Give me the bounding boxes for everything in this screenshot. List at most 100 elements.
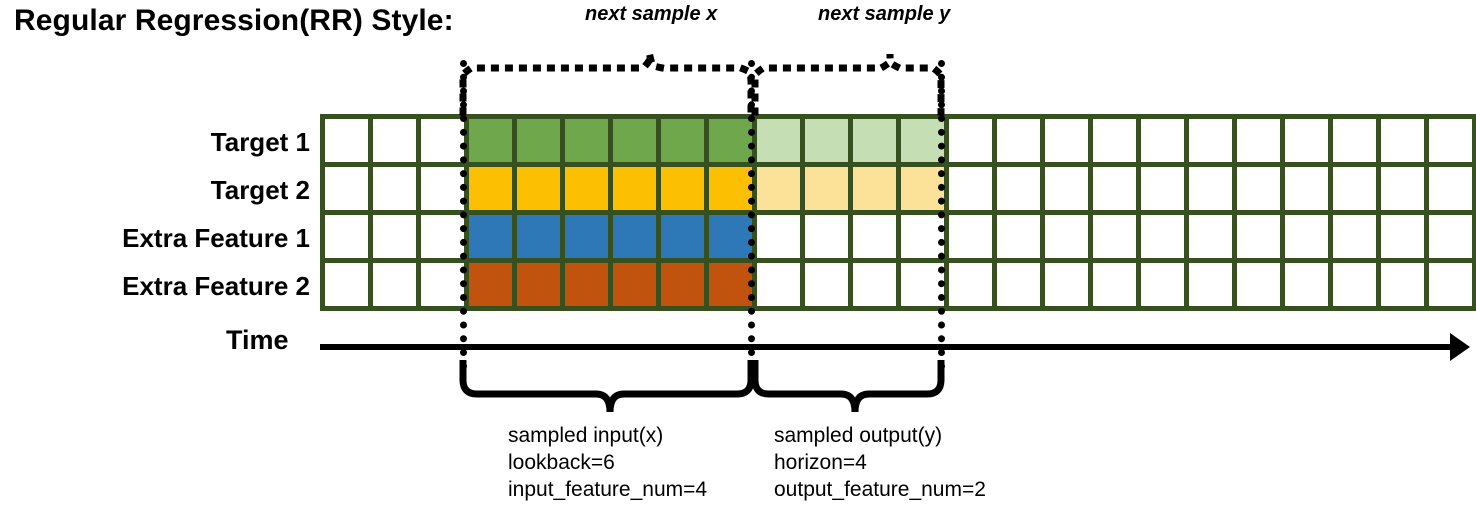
- cell-input-extra-feature-1-t7: [661, 215, 704, 258]
- cell-blank-extra-feature-2-t15: [1045, 263, 1088, 306]
- cell-blank-extra-feature-2-t18: [1189, 263, 1232, 306]
- cell-blank-target-1-t19: [1237, 119, 1280, 162]
- cell-output-target-2-t12: [901, 167, 944, 210]
- grid-row-target-2: [325, 167, 1472, 210]
- cell-input-extra-feature-1-t6: [613, 215, 656, 258]
- row-label-target-2: Target 2: [210, 175, 310, 205]
- cell-input-target-2-t6: [613, 167, 656, 210]
- window-split-dotted-line: [748, 60, 755, 370]
- cell-blank-target-2-t20: [1285, 167, 1328, 210]
- cell-blank-target-2-t21: [1333, 167, 1376, 210]
- cell-blank-extra-feature-1-t22: [1381, 215, 1424, 258]
- cell-blank-target-2-t16: [1093, 167, 1136, 210]
- cell-blank-target-2-t2: [421, 167, 464, 210]
- cell-blank-extra-feature-1-t2: [421, 215, 464, 258]
- cell-blank-target-2-t17: [1141, 167, 1184, 210]
- cell-input-extra-feature-2-t7: [661, 263, 704, 306]
- cell-blank-target-2-t0: [325, 167, 368, 210]
- cell-blank-extra-feature-2-t23: [1429, 263, 1472, 306]
- cell-blank-extra-feature-2-t10: [805, 263, 848, 306]
- cell-blank-target-1-t17: [1141, 119, 1184, 162]
- cell-blank-extra-feature-1-t0: [325, 215, 368, 258]
- grid-row-target-1: [325, 119, 1472, 162]
- cell-output-target-1-t11: [853, 119, 896, 162]
- cell-blank-target-1-t2: [421, 119, 464, 162]
- cell-input-extra-feature-1-t8: [709, 215, 752, 258]
- cell-blank-extra-feature-1-t1: [373, 215, 416, 258]
- cell-input-target-2-t8: [709, 167, 752, 210]
- cell-blank-target-1-t22: [1381, 119, 1424, 162]
- cell-output-target-2-t11: [853, 167, 896, 210]
- cell-blank-extra-feature-2-t22: [1381, 263, 1424, 306]
- cell-blank-extra-feature-2-t1: [373, 263, 416, 306]
- cell-blank-extra-feature-2-t2: [421, 263, 464, 306]
- cell-blank-target-1-t18: [1189, 119, 1232, 162]
- window-start-dotted-line: [460, 60, 467, 370]
- timestep-grid: [320, 114, 1476, 311]
- sampled-output-brace-icon: [751, 360, 945, 413]
- cell-blank-target-2-t18: [1189, 167, 1232, 210]
- cell-input-extra-feature-1-t5: [565, 215, 608, 258]
- cell-blank-extra-feature-2-t16: [1093, 263, 1136, 306]
- row-label-extra-feature-1: Extra Feature 1: [122, 223, 310, 253]
- cell-output-target-2-t10: [805, 167, 848, 210]
- sampled-output-horizon: horizon=4: [774, 451, 867, 474]
- cell-blank-extra-feature-2-t21: [1333, 263, 1376, 306]
- cell-output-target-1-t12: [901, 119, 944, 162]
- cell-input-target-1-t5: [565, 119, 608, 162]
- row-label-extra-feature-2: Extra Feature 2: [122, 271, 310, 301]
- cell-blank-extra-feature-2-t0: [325, 263, 368, 306]
- next-sample-x-label: next sample x: [585, 3, 718, 25]
- cell-blank-extra-feature-1-t23: [1429, 215, 1472, 258]
- next-sample-y-label: next sample y: [818, 3, 951, 25]
- cell-blank-extra-feature-2-t20: [1285, 263, 1328, 306]
- cell-blank-extra-feature-1-t19: [1237, 215, 1280, 258]
- row-label-target-1: Target 1: [210, 127, 310, 157]
- cell-blank-target-1-t0: [325, 119, 368, 162]
- row-label-list: Target 1 Target 2 Extra Feature 1 Extra …: [0, 118, 310, 310]
- cell-blank-extra-feature-1-t11: [853, 215, 896, 258]
- cell-blank-target-1-t21: [1333, 119, 1376, 162]
- cell-blank-extra-feature-1-t14: [997, 215, 1040, 258]
- cell-blank-target-1-t15: [1045, 119, 1088, 162]
- cell-input-target-2-t3: [469, 167, 512, 210]
- cell-blank-target-2-t13: [949, 167, 992, 210]
- cell-input-target-2-t7: [661, 167, 704, 210]
- cell-output-target-1-t9: [757, 119, 800, 162]
- cell-blank-extra-feature-2-t12: [901, 263, 944, 306]
- cell-input-extra-feature-2-t5: [565, 263, 608, 306]
- cell-input-target-1-t8: [709, 119, 752, 162]
- cell-blank-target-2-t22: [1381, 167, 1424, 210]
- grid-row-extra-feature-2: [325, 263, 1472, 306]
- page-title: Regular Regression(RR) Style:: [14, 4, 454, 37]
- cell-input-target-1-t6: [613, 119, 656, 162]
- cell-output-target-1-t10: [805, 119, 848, 162]
- cell-input-target-1-t4: [517, 119, 560, 162]
- cell-input-extra-feature-2-t4: [517, 263, 560, 306]
- sampled-input-lookback: lookback=6: [508, 451, 615, 474]
- cell-blank-target-1-t16: [1093, 119, 1136, 162]
- cell-blank-target-2-t14: [997, 167, 1040, 210]
- cell-input-extra-feature-2-t3: [469, 263, 512, 306]
- cell-blank-extra-feature-2-t9: [757, 263, 800, 306]
- sampled-input-brace-icon: [459, 360, 755, 413]
- cell-blank-target-2-t19: [1237, 167, 1280, 210]
- cell-blank-target-1-t20: [1285, 119, 1328, 162]
- cell-blank-extra-feature-1-t20: [1285, 215, 1328, 258]
- cell-blank-extra-feature-1-t15: [1045, 215, 1088, 258]
- cell-blank-extra-feature-1-t13: [949, 215, 992, 258]
- cell-blank-extra-feature-2-t14: [997, 263, 1040, 306]
- next-sample-x-brace-icon: [459, 53, 755, 116]
- sampled-output-title: sampled output(y): [774, 424, 943, 447]
- cell-blank-extra-feature-1-t9: [757, 215, 800, 258]
- cell-input-extra-feature-2-t6: [613, 263, 656, 306]
- cell-input-target-1-t7: [661, 119, 704, 162]
- sampled-output-caption: sampled output(y) horizon=4 output_featu…: [774, 422, 986, 503]
- cell-blank-extra-feature-2-t19: [1237, 263, 1280, 306]
- cell-blank-extra-feature-1-t16: [1093, 215, 1136, 258]
- time-axis-arrow-icon: [1450, 333, 1470, 361]
- time-axis-line: [320, 344, 1460, 350]
- cell-input-extra-feature-1-t3: [469, 215, 512, 258]
- cell-blank-extra-feature-1-t10: [805, 215, 848, 258]
- window-end-dotted-line: [938, 60, 945, 370]
